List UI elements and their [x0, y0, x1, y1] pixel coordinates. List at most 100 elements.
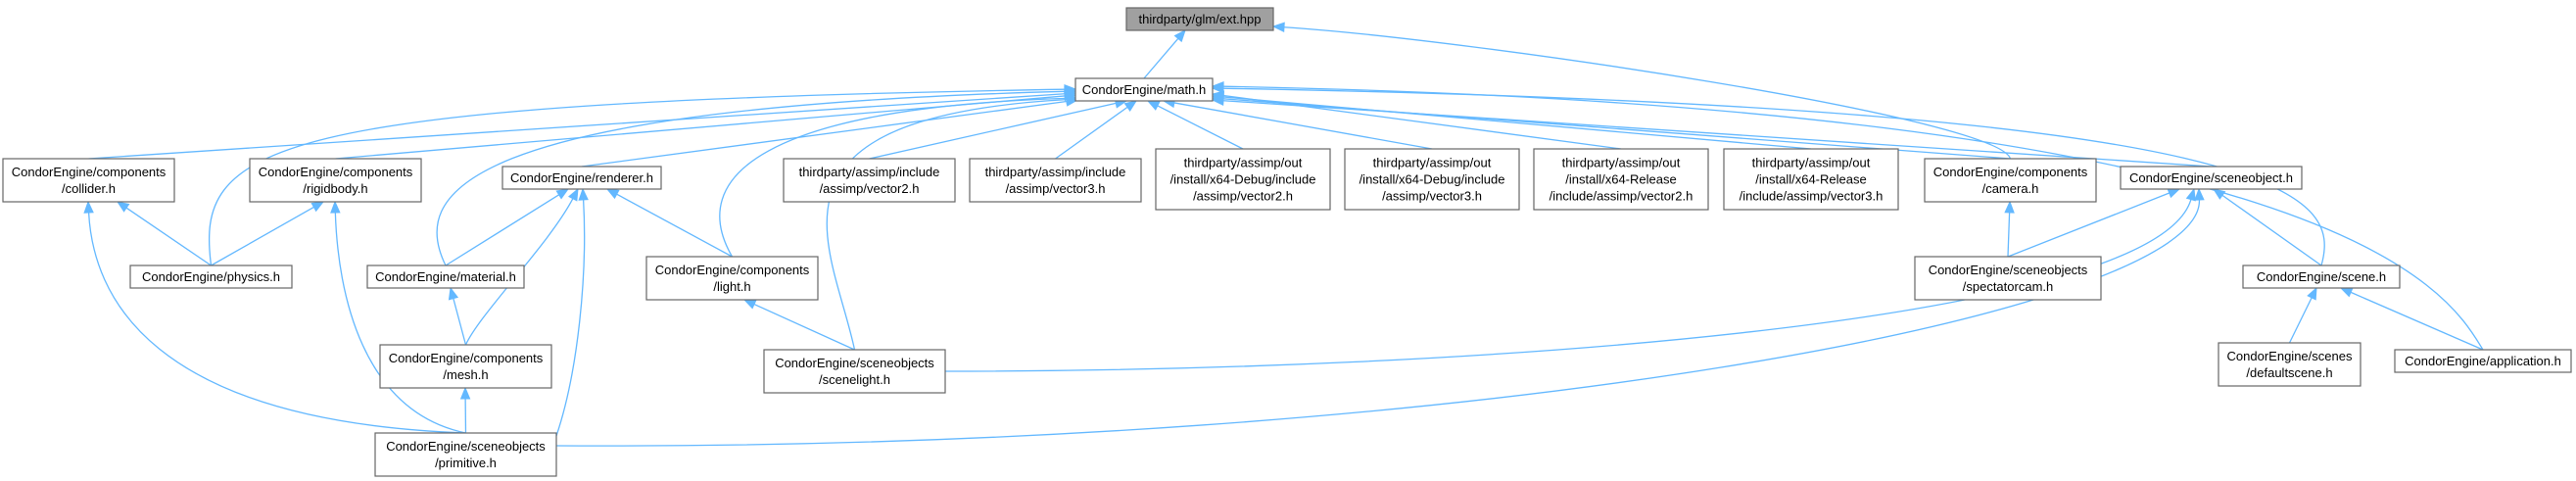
edge-light-to-renderer-arrowhead	[605, 188, 620, 200]
node-light[interactable]: CondorEngine/components/light.h	[645, 256, 819, 301]
node-primitive[interactable]: CondorEngine/sceneobjects/primitive.h	[374, 432, 557, 477]
node-box	[501, 166, 662, 190]
node-sceneobject[interactable]: CondorEngine/sceneobject.h	[2120, 166, 2303, 190]
edge-scene-to-math-curve	[1222, 87, 2325, 266]
nodes-layer: thirdparty/glm/ext.hppCondorEngine/math.…	[2, 7, 2572, 477]
node-label-line: /mesh.h	[443, 367, 488, 382]
node-scenelight[interactable]: CondorEngine/sceneobjects/scenelight.h	[763, 349, 946, 394]
edge-application-to-scene-line	[2350, 291, 2484, 351]
edge-scenelight-to-light-line	[753, 303, 855, 351]
node-label-line: /assimp/vector3.h	[1006, 181, 1106, 196]
node-label-line: CondorEngine/scene.h	[2257, 269, 2386, 284]
node-scene[interactable]: CondorEngine/scene.h	[2242, 265, 2401, 289]
node-camera[interactable]: CondorEngine/components/camera.h	[1924, 158, 2097, 203]
node-physics[interactable]: CondorEngine/physics.h	[129, 265, 293, 289]
edge-material-to-math	[436, 86, 1077, 266]
node-label-line: CondorEngine/components	[655, 263, 810, 277]
edge-primitive-to-collider-arrowhead	[83, 200, 94, 214]
node-box	[1125, 7, 1274, 31]
node-relvector3[interactable]: thirdparty/assimp/out/install/x64-Releas…	[1723, 148, 1899, 211]
edge-physics-to-math-curve	[209, 88, 1066, 266]
node-box	[1344, 148, 1520, 211]
node-label-line: /camera.h	[1982, 181, 2039, 196]
edge-primitive-to-rigidbody	[330, 200, 466, 434]
node-label-line: /collider.h	[62, 181, 116, 196]
edge-material-to-math-arrowhead	[1064, 86, 1077, 97]
node-label-line: /rigidbody.h	[303, 181, 367, 196]
node-renderer[interactable]: CondorEngine/renderer.h	[501, 166, 662, 190]
node-label-line: CondorEngine/sceneobjects	[775, 356, 934, 370]
node-label-line: thirdparty/assimp/include	[799, 165, 940, 179]
node-label-line: /install/x64-Release	[1565, 172, 1676, 187]
edge-primitive-to-sceneobject-curve	[555, 199, 2201, 447]
node-material[interactable]: CondorEngine/material.h	[366, 265, 525, 289]
edge-dbgvector2-to-math	[1146, 100, 1244, 150]
node-box	[2394, 349, 2572, 373]
node-label-line: CondorEngine/renderer.h	[510, 170, 653, 185]
node-box	[1723, 148, 1899, 211]
edge-scene-to-sceneobject-arrowhead	[2212, 188, 2226, 200]
edge-sceneobject-to-math-arrowhead	[1211, 95, 1224, 106]
edge-primitive-to-renderer-arrowhead	[578, 187, 589, 201]
node-collider[interactable]: CondorEngine/components/collider.h	[2, 158, 175, 203]
node-dbgvector3[interactable]: thirdparty/assimp/out/install/x64-Debug/…	[1344, 148, 1520, 211]
edge-spectator-to-sceneobject-line	[2007, 192, 2171, 258]
node-dbgvector2[interactable]: thirdparty/assimp/out/install/x64-Debug/…	[1155, 148, 1331, 211]
node-label-line: CondorEngine/components	[1933, 165, 2088, 179]
node-label-line: thirdparty/assimp/out	[1752, 156, 1871, 170]
edge-avector3-to-math	[1055, 100, 1138, 160]
node-label-line: CondorEngine/components	[389, 351, 544, 365]
node-application[interactable]: CondorEngine/application.h	[2394, 349, 2572, 373]
node-avector2[interactable]: thirdparty/assimp/include/assimp/vector2…	[783, 158, 956, 203]
edge-physics-to-collider	[116, 201, 212, 266]
node-label-line: /spectatorcam.h	[1963, 279, 2054, 294]
edge-scene-to-sceneobject-line	[2221, 194, 2322, 266]
edge-spectator-to-camera	[2004, 200, 2015, 258]
edge-dbgvector2-to-math-arrowhead	[1146, 100, 1161, 111]
node-avector3[interactable]: thirdparty/assimp/include/assimp/vector3…	[969, 158, 1142, 203]
node-spectator[interactable]: CondorEngine/sceneobjects/spectatorcam.h	[1914, 256, 2102, 301]
node-label-line: CondorEngine/sceneobjects	[1929, 263, 2088, 277]
node-root[interactable]: thirdparty/glm/ext.hpp	[1125, 7, 1274, 31]
edge-scenelight-to-light-arrowhead	[742, 299, 757, 310]
edge-relvector3-to-math-line	[1222, 96, 1812, 150]
node-box	[969, 158, 1142, 203]
node-mesh[interactable]: CondorEngine/components/mesh.h	[379, 344, 552, 389]
edge-physics-to-rigidbody	[211, 201, 325, 266]
edge-camera-to-root-arrowhead	[1271, 22, 1285, 32]
edge-rigidbody-to-math	[335, 90, 1077, 160]
node-box	[2242, 265, 2401, 289]
node-label-line: /assimp/vector3.h	[1382, 189, 1482, 204]
edge-scenelight-to-math-arrowhead	[1066, 94, 1079, 105]
edge-application-to-scene-arrowhead	[2339, 287, 2354, 298]
edge-application-to-math-arrowhead	[1211, 80, 1224, 92]
edge-dbgvector3-to-math-line	[1173, 102, 1433, 150]
node-label-line: CondorEngine/sceneobjects	[386, 439, 546, 454]
edge-primitive-to-mesh-arrowhead	[459, 386, 471, 400]
node-label-line: thirdparty/assimp/out	[1562, 156, 1681, 170]
node-box	[1914, 256, 2102, 301]
node-label-line: CondorEngine/material.h	[375, 269, 516, 284]
node-math[interactable]: CondorEngine/math.h	[1074, 77, 1214, 102]
node-label-line: CondorEngine/application.h	[2405, 354, 2561, 368]
edge-material-to-math-curve	[436, 90, 1066, 266]
edge-primitive-to-renderer	[555, 187, 589, 437]
node-label-line: /include/assimp/vector2.h	[1550, 189, 1693, 204]
node-rigidbody[interactable]: CondorEngine/components/rigidbody.h	[249, 158, 422, 203]
edge-light-to-renderer	[605, 188, 733, 258]
edge-spectator-to-camera-arrowhead	[2004, 200, 2015, 214]
node-relvector2[interactable]: thirdparty/assimp/out/install/x64-Releas…	[1533, 148, 1709, 211]
edge-material-to-renderer-line	[445, 194, 560, 266]
edge-collider-to-math-line	[88, 93, 1066, 160]
node-label-line: /scenelight.h	[819, 372, 890, 387]
edge-sceneobject-to-math-line	[1222, 100, 2212, 168]
edge-light-to-renderer-line	[616, 193, 733, 258]
edge-spectator-to-sceneobject-arrowhead	[2167, 188, 2181, 199]
edge-scenelight-to-math-curve	[826, 98, 1068, 351]
node-defaultscene[interactable]: CondorEngine/scenes/defaultscene.h	[2218, 342, 2361, 387]
node-box	[763, 349, 946, 394]
edge-application-to-math	[1211, 80, 2484, 351]
edge-sceneobject-to-math	[1211, 95, 2212, 168]
node-label-line: CondorEngine/components	[259, 165, 413, 179]
